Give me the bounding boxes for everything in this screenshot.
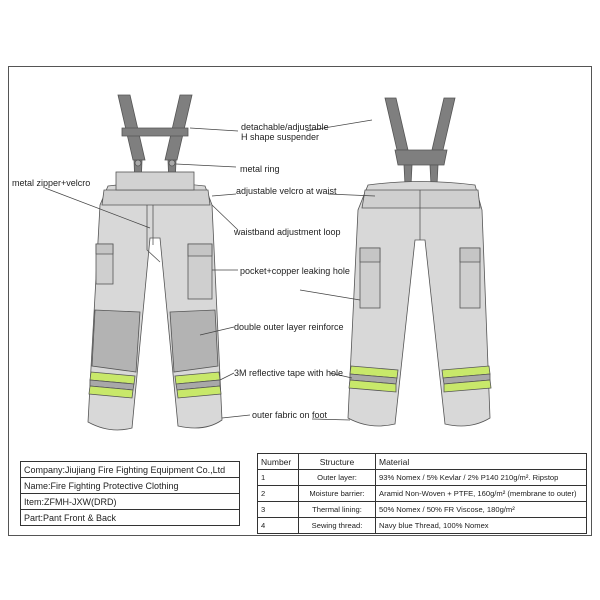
leader-lines bbox=[44, 119, 376, 421]
row-structure: Thermal lining: bbox=[298, 501, 376, 518]
table-row: 4 Sewing thread: Navy blue Thread, 100% … bbox=[257, 517, 587, 534]
row-material: 93% Nomex / 5% Kevlar / 2% P140 210g/m².… bbox=[375, 469, 587, 486]
row-structure: Outer layer: bbox=[298, 469, 376, 486]
back-pants-view bbox=[347, 97, 492, 427]
info-item: Item:ZFMH-JXW(DRD) bbox=[20, 493, 240, 510]
row-number: 3 bbox=[257, 501, 299, 518]
row-structure: Sewing thread: bbox=[298, 517, 376, 534]
metal-ring-right bbox=[168, 159, 176, 167]
company-info-table: Company:Jiujiang Fire Fighting Equipment… bbox=[20, 461, 240, 526]
info-row-company: Company:Jiujiang Fire Fighting Equipment… bbox=[20, 461, 240, 478]
callout-outer-fabric-foot: outer fabric on foot bbox=[252, 410, 328, 420]
header-structure: Structure bbox=[298, 453, 376, 470]
materials-table: Number Structure Material 1 Outer layer:… bbox=[257, 453, 587, 534]
row-number: 2 bbox=[257, 485, 299, 502]
info-row-item: Item:ZFMH-JXW(DRD) bbox=[20, 493, 240, 510]
front-right-knee-reinforce bbox=[169, 309, 219, 373]
back-pants-body bbox=[347, 181, 491, 427]
materials-header-row: Number Structure Material bbox=[257, 453, 587, 470]
row-structure: Moisture barrier: bbox=[298, 485, 376, 502]
info-part: Part:Pant Front & Back bbox=[20, 509, 240, 526]
callout-adjustable-velcro: adjustable velcro at waist bbox=[236, 186, 337, 196]
info-company: Company:Jiujiang Fire Fighting Equipment… bbox=[20, 461, 240, 478]
info-row-part: Part:Pant Front & Back bbox=[20, 509, 240, 526]
back-reflective-tape bbox=[348, 365, 492, 393]
info-name: Name:Fire Fighting Protective Clothing bbox=[20, 477, 240, 494]
table-row: 2 Moisture barrier: Aramid Non-Woven + P… bbox=[257, 485, 587, 502]
front-reflective-tape bbox=[88, 371, 222, 399]
callout-reflective-tape: 3M reflective tape with hole bbox=[234, 368, 344, 378]
row-material: 50% Nomex / 50% FR Viscose, 180g/m² bbox=[375, 501, 587, 518]
callout-metal-zipper: metal zipper+velcro bbox=[12, 178, 91, 188]
drawing-frame bbox=[8, 66, 592, 536]
metal-ring-left bbox=[134, 159, 142, 167]
callout-double-reinforce: double outer layer reinforce bbox=[234, 322, 344, 332]
front-pants-view bbox=[87, 94, 223, 431]
front-left-knee-reinforce bbox=[91, 309, 141, 373]
table-row: 1 Outer layer: 93% Nomex / 5% Kevlar / 2… bbox=[257, 469, 587, 486]
row-number: 1 bbox=[257, 469, 299, 486]
info-row-name: Name:Fire Fighting Protective Clothing bbox=[20, 477, 240, 494]
header-material: Material bbox=[375, 453, 587, 470]
callout-waistband-loop: waistband adjustment loop bbox=[234, 227, 341, 237]
row-material: Aramid Non-Woven + PTFE, 160g/m² (membra… bbox=[375, 485, 587, 502]
header-number: Number bbox=[257, 453, 299, 470]
callout-pocket: pocket+copper leaking hole bbox=[240, 266, 350, 276]
row-number: 4 bbox=[257, 517, 299, 534]
callout-metal-ring: metal ring bbox=[240, 164, 280, 174]
table-row: 3 Thermal lining: 50% Nomex / 50% FR Vis… bbox=[257, 501, 587, 518]
row-material: Navy blue Thread, 100% Nomex bbox=[375, 517, 587, 534]
back-suspender bbox=[384, 97, 456, 186]
